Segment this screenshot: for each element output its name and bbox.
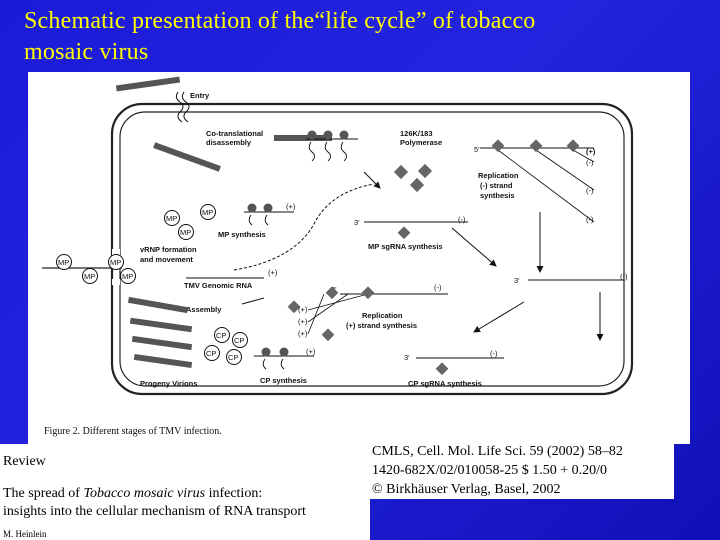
- citation-line-2: 1420-682X/02/010058-25 $ 1.50 + 0.20/0: [372, 463, 607, 478]
- cp-label-4: CP: [228, 353, 238, 362]
- cp-proteins: [204, 327, 248, 365]
- arrow-to-minus-strand: [451, 227, 497, 267]
- label-minus-mid: (-): [620, 272, 628, 281]
- progeny-virions: [129, 317, 193, 369]
- label-minus-cp: (-): [490, 349, 498, 358]
- entry-virion: [115, 76, 181, 92]
- mp-ribosome-cluster: [244, 203, 294, 226]
- label-minus-mp: (-): [458, 215, 466, 224]
- label-plus-top: (+): [586, 147, 596, 156]
- polymerase-rod: [274, 135, 332, 141]
- life-cycle-figure: Entry Co-translational disassembly 126K/…: [28, 72, 690, 444]
- paper-author: M. Heinlein: [3, 529, 47, 539]
- label-plus-mp: (+): [286, 202, 296, 211]
- entry-rna-strand: [175, 91, 184, 123]
- label-replication-pos-1: Replication: [362, 311, 403, 320]
- mp-label-6: MP: [110, 258, 121, 267]
- mp-label-1: MP: [166, 214, 177, 223]
- mp-label-5: MP: [84, 272, 95, 281]
- genomic-rna-transport-path: [233, 183, 375, 271]
- label-polymerase-2: Polymerase: [400, 138, 442, 147]
- mp-label-7: MP: [122, 272, 133, 281]
- mp-proteins: [56, 204, 216, 284]
- label-tmv-rna: TMV Genomic RNA: [184, 281, 253, 290]
- assembling-virion: [127, 296, 189, 314]
- mp-label-3: MP: [180, 228, 191, 237]
- ribosome-cluster-top: [306, 130, 358, 162]
- label-plus-genomic: (+): [268, 268, 278, 277]
- label-cp-sgrna: CP sgRNA synthesis: [408, 379, 482, 388]
- polymerase-diamonds-mid: [287, 286, 375, 342]
- label-5prime: 5': [474, 145, 480, 154]
- cp-label-2: CP: [234, 336, 244, 345]
- paper-citation: CMLS, Cell. Mol. Life Sci. 59 (2002) 58–…: [366, 424, 674, 499]
- label-minus-2: (-): [586, 186, 594, 195]
- disassembling-virion: [153, 142, 221, 172]
- mp-label-2: MP: [202, 208, 213, 217]
- paper-title-part-a: The spread of: [3, 486, 84, 501]
- cp-sgrna-diamond: [435, 362, 449, 376]
- label-progeny: Progeny Virions: [140, 379, 197, 388]
- life-cycle-diagram: Entry Co-translational disassembly 126K/…: [42, 76, 634, 396]
- label-minus-rep: (-): [434, 283, 442, 292]
- label-mp-sgrna: MP sgRNA synthesis: [368, 242, 443, 251]
- citation-line-1: CMLS, Cell. Mol. Life Sci. 59 (2002) 58–…: [372, 444, 623, 459]
- label-3prime-mp: 3': [354, 218, 360, 227]
- paper-title-part-c: infection:: [205, 486, 263, 501]
- slide-title: Schematic presentation of the“life cycle…: [24, 6, 704, 68]
- assembly-rna: [241, 297, 265, 305]
- figure-caption: Figure 2. Different stages of TMV infect…: [44, 426, 222, 437]
- label-polymerase-1: 126K/183: [400, 129, 433, 138]
- label-minus-3: (-): [586, 215, 594, 224]
- paper-title-line-2: insights into the cellular mechanism of …: [3, 504, 306, 519]
- paper-title-species: Tobacco mosaic virus: [83, 486, 206, 501]
- label-vrnp-2: and movement: [140, 255, 193, 264]
- label-minus-1: (-): [586, 158, 594, 167]
- arrow-to-replication: [363, 171, 381, 189]
- arrow-to-plus-strand: [473, 301, 525, 333]
- label-cotrans-1: Co-translational: [206, 129, 263, 138]
- label-plus-rep-2: (+): [298, 317, 308, 326]
- label-cp-synthesis: CP synthesis: [260, 376, 307, 385]
- paper-header: Review The spread of Tobacco mosaic viru…: [0, 444, 370, 540]
- title-line-1: Schematic presentation of the“life cycle…: [24, 8, 536, 34]
- mp-sgrna-diamond: [397, 226, 411, 240]
- label-entry: Entry: [190, 91, 210, 100]
- label-3prime-cp: 3': [404, 353, 410, 362]
- label-vrnp-1: vRNP formation: [140, 245, 197, 254]
- label-3prime-mid: 3': [514, 276, 520, 285]
- cp-label-3: CP: [206, 349, 216, 358]
- title-line-2: mosaic virus: [24, 39, 149, 65]
- label-replication-neg-2: (-) strand: [480, 181, 513, 190]
- mp-label-4: MP: [58, 258, 69, 267]
- label-cotrans-2: disassembly: [206, 138, 252, 147]
- label-replication-neg-1: Replication: [478, 171, 519, 180]
- label-plus-rep-3: (+): [298, 329, 308, 338]
- cp-ribosome-cluster: [254, 347, 314, 370]
- label-assembly: Assembly: [186, 305, 222, 314]
- citation-line-3: © Birkhäuser Verlag, Basel, 2002: [372, 482, 561, 497]
- paper-title: The spread of Tobacco mosaic virus infec…: [3, 485, 371, 521]
- label-plus-rep-1: (+): [298, 305, 308, 314]
- cp-label-1: CP: [216, 331, 226, 340]
- label-replication-pos-2: (+) strand synthesis: [346, 321, 417, 330]
- paper-section: Review: [3, 454, 46, 469]
- label-replication-neg-3: synthesis: [480, 191, 515, 200]
- label-plus-cp: (+): [306, 347, 316, 356]
- polymerase-diamonds-top: [393, 139, 580, 193]
- label-mp-synthesis: MP synthesis: [218, 230, 266, 239]
